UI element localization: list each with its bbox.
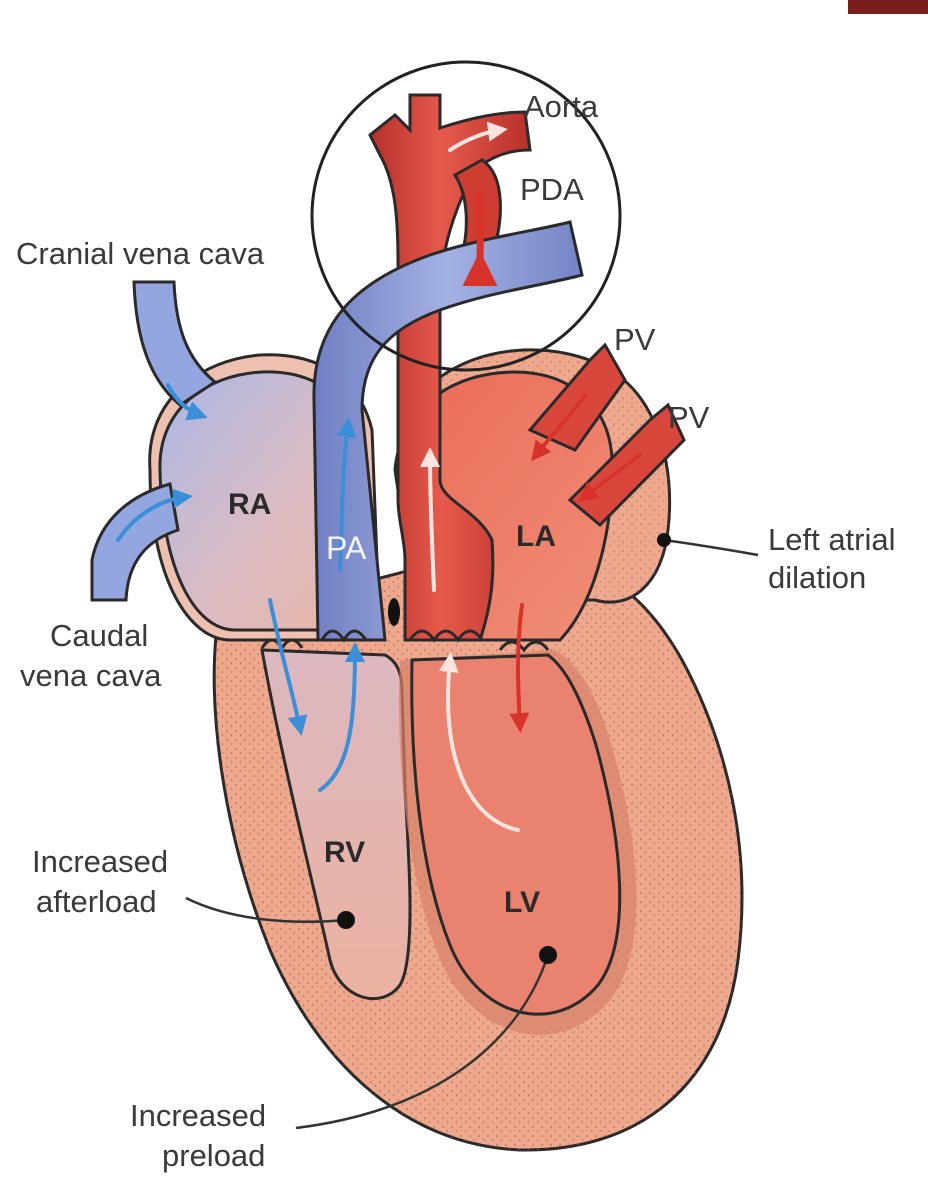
label-left-atrial-dilation-line1: Left atrial	[768, 522, 896, 557]
caudal-vena-cava	[90, 482, 180, 602]
label-pv-lower: PV	[668, 400, 710, 435]
label-left-atrial-dilation-line2: dilation	[768, 560, 866, 595]
label-cranial-vena-cava: Cranial vena cava	[16, 236, 265, 271]
corner-accent	[848, 0, 928, 14]
label-pa: PA	[326, 530, 367, 566]
septal-node	[388, 598, 400, 626]
label-increased-preload-line1: Increased	[130, 1098, 266, 1133]
pda-highlight-circle	[310, 60, 622, 372]
label-ra: RA	[228, 488, 271, 521]
label-la: LA	[516, 520, 556, 553]
blood-flow-arrows	[116, 121, 642, 832]
label-pv-upper: PV	[614, 322, 656, 357]
label-rv: RV	[324, 836, 365, 869]
cranial-vena-cava	[132, 280, 218, 407]
pulmonary-artery	[312, 220, 584, 642]
aorta	[368, 93, 532, 642]
label-lv: LV	[504, 886, 540, 919]
label-increased-afterload-line2: afterload	[36, 884, 157, 919]
pulmonary-vein-upper	[527, 342, 627, 452]
left-ventricle-cavity	[410, 653, 622, 1016]
label-aorta: Aorta	[524, 89, 599, 124]
label-increased-afterload-line1: Increased	[32, 844, 168, 879]
label-increased-preload-line2: preload	[162, 1138, 265, 1173]
label-caudal-vena-cava-line1: Caudal	[50, 618, 148, 653]
leader-lines	[185, 533, 759, 1130]
label-caudal-vena-cava-line2: vena cava	[20, 658, 162, 693]
label-pda: PDA	[520, 172, 584, 207]
